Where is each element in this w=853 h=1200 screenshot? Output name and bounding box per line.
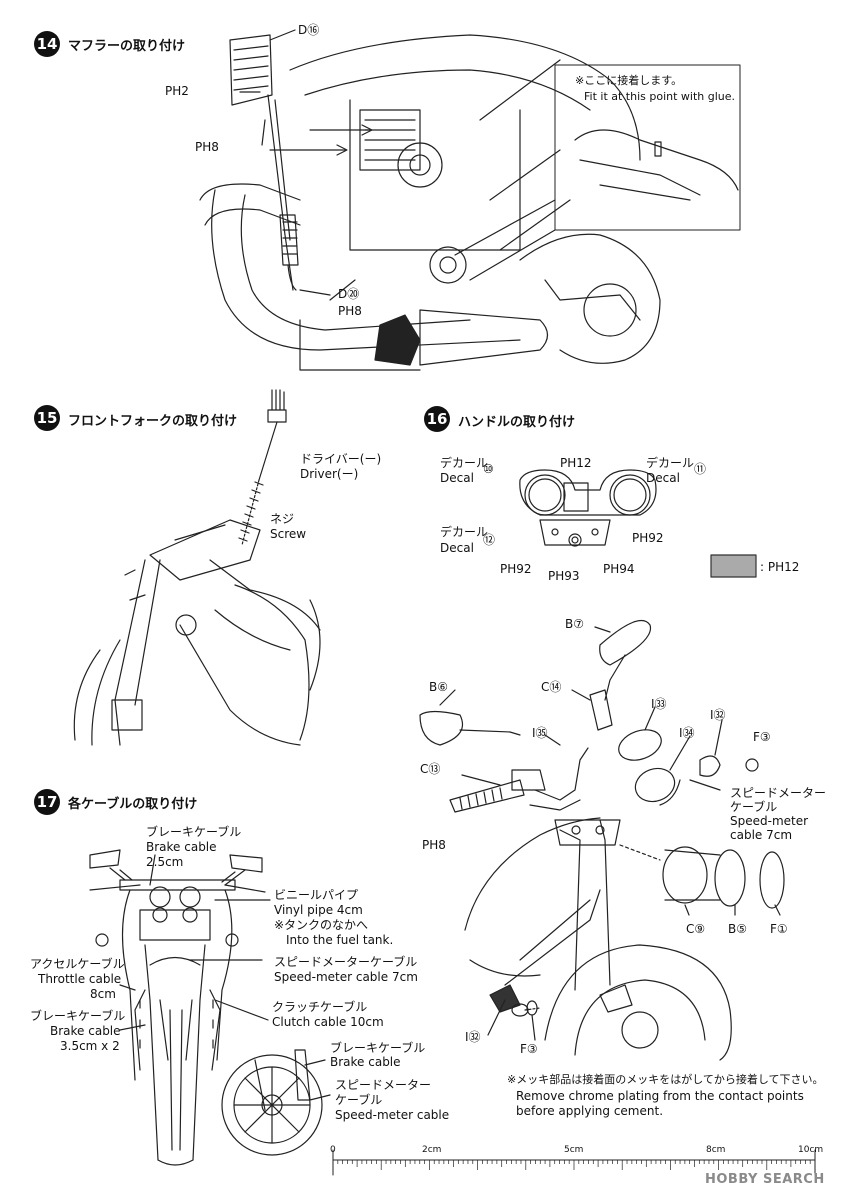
part-b6: B⑥ <box>429 680 448 694</box>
driver-label-en: Driver(ー) <box>300 467 359 481</box>
step16-meter-illustration <box>519 469 757 578</box>
ruler-5cm: 5cm <box>564 1145 584 1155</box>
step-14-title: マフラーの取り付け <box>68 39 186 54</box>
speedo-ja: スピードメーターケーブル <box>274 955 418 969</box>
driver-label-ja: ドライバー(ー) <box>300 452 382 466</box>
decal11-ja: デカール <box>646 456 695 470</box>
step-17-badge: 17 <box>34 789 60 815</box>
ruler-10cm: 10cm <box>798 1145 824 1155</box>
vinyl-note-en: Into the fuel tank. <box>286 933 394 947</box>
speedo-cable-en-1: Speed-meter <box>730 814 809 828</box>
part-f1: F① <box>770 922 788 936</box>
label-ph92-b: PH92 <box>500 562 532 576</box>
inset-note-en: Fit it at this point with glue. <box>584 90 736 103</box>
label-ph12: PH12 <box>560 456 592 470</box>
step-16-badge: 16 <box>424 406 450 432</box>
brake1-len: 2.5cm <box>146 855 184 869</box>
part-b7: B⑦ <box>565 617 584 631</box>
part-c9: C⑨ <box>686 922 706 936</box>
chrome-note-ja: ※メッキ部品は接着面のメッキをはがしてから接着して下さい。 <box>507 1073 824 1086</box>
part-i34: I㉞ <box>679 726 695 740</box>
speedo2-ja-2: ケーブル <box>335 1093 383 1107</box>
decal12-ja: デカール <box>440 525 489 539</box>
speedo-cable-ja-2: ケーブル <box>730 800 778 814</box>
part-b5: B⑤ <box>728 922 747 936</box>
step17-cable-illustration <box>89 849 331 1166</box>
chrome-note-en-1: Remove chrome plating from the contact p… <box>516 1089 804 1103</box>
watermark: HOBBY SEARCH <box>705 1172 825 1187</box>
decal12-num: ⑫ <box>483 533 496 547</box>
throttle-en: Throttle cable <box>38 972 122 986</box>
label-ph8-b: PH8 <box>338 304 362 318</box>
ruler-2cm: 2cm <box>422 1145 442 1155</box>
brake1-en: Brake cable <box>146 840 217 854</box>
label-d16: D⑯ <box>298 23 320 37</box>
inset-note-ja: ※ここに接着します。 <box>575 74 683 87</box>
step-15-badge: 15 <box>34 405 60 431</box>
brake1-ja: ブレーキケーブル <box>146 825 242 839</box>
label-ph92-a: PH92 <box>632 531 664 545</box>
step-17-title: 各ケーブルの取り付け <box>68 797 198 812</box>
step16-handlebar-illustration <box>419 619 785 1061</box>
vinyl-en: Vinyl pipe 4cm <box>274 903 363 917</box>
part-i33: I㉝ <box>651 697 667 711</box>
step-16-title: ハンドルの取り付け <box>458 415 576 430</box>
step-15-title: フロントフォークの取り付け <box>68 414 238 429</box>
decal10-en: Decal <box>440 471 474 485</box>
label-ph94: PH94 <box>603 562 635 576</box>
brake2-ja: ブレーキケーブル <box>30 1009 126 1023</box>
step14-muffler-illustration <box>199 29 741 371</box>
throttle-len: 8cm <box>90 987 116 1001</box>
ruler-8cm: 8cm <box>706 1145 726 1155</box>
part-c13: C⑬ <box>420 762 441 776</box>
label-ph93: PH93 <box>548 569 580 583</box>
brake2-en: Brake cable <box>50 1024 121 1038</box>
speedo2-en: Speed-meter cable <box>335 1108 450 1122</box>
chrome-note-en-2: before applying cement. <box>516 1104 664 1118</box>
decal11-num: ⑪ <box>694 462 707 476</box>
speedo-cable-ja-1: スピードメーター <box>730 786 827 800</box>
throttle-ja: アクセルケーブル <box>30 957 125 971</box>
clutch-ja: クラッチケーブル <box>272 1000 368 1014</box>
label-ph8-a: PH8 <box>195 140 219 154</box>
speedo2-ja-1: スピードメーター <box>335 1078 432 1092</box>
part-f3-b: F③ <box>520 1042 538 1056</box>
brake3-ja: ブレーキケーブル <box>330 1041 426 1055</box>
clutch-en: Clutch cable 10cm <box>272 1015 384 1029</box>
step15-fork-illustration <box>73 389 321 746</box>
part-ph8: PH8 <box>422 838 446 852</box>
decal10-ja: デカール <box>440 456 489 470</box>
brake2-len: 3.5cm x 2 <box>60 1039 120 1053</box>
speedo-en: Speed-meter cable 7cm <box>274 970 418 984</box>
label-d20: D⑳ <box>338 287 360 301</box>
label-ph2: PH2 <box>165 84 189 98</box>
vinyl-ja: ビニールパイプ <box>274 888 359 902</box>
legend-label: : PH12 <box>760 560 800 574</box>
brake3-en: Brake cable <box>330 1055 401 1069</box>
vinyl-note-ja: ※タンクのなかへ <box>274 918 369 932</box>
speedo-cable-en-2: cable 7cm <box>730 828 793 842</box>
screw-label-ja: ネジ <box>270 512 295 526</box>
ruler-0: 0 <box>330 1145 336 1155</box>
decal11-en: Decal <box>646 471 680 485</box>
part-i32-b: I㉜ <box>465 1030 481 1044</box>
screw-label-en: Screw <box>270 527 307 541</box>
step-14-badge: 14 <box>34 31 60 57</box>
decal12-en: Decal <box>440 541 474 555</box>
part-i32-a: I㉜ <box>710 708 726 722</box>
part-f3-a: F③ <box>753 730 771 744</box>
part-i35: I㉟ <box>532 726 548 740</box>
part-c14: C⑭ <box>541 680 562 694</box>
decal10-num: ⑩ <box>483 462 494 476</box>
